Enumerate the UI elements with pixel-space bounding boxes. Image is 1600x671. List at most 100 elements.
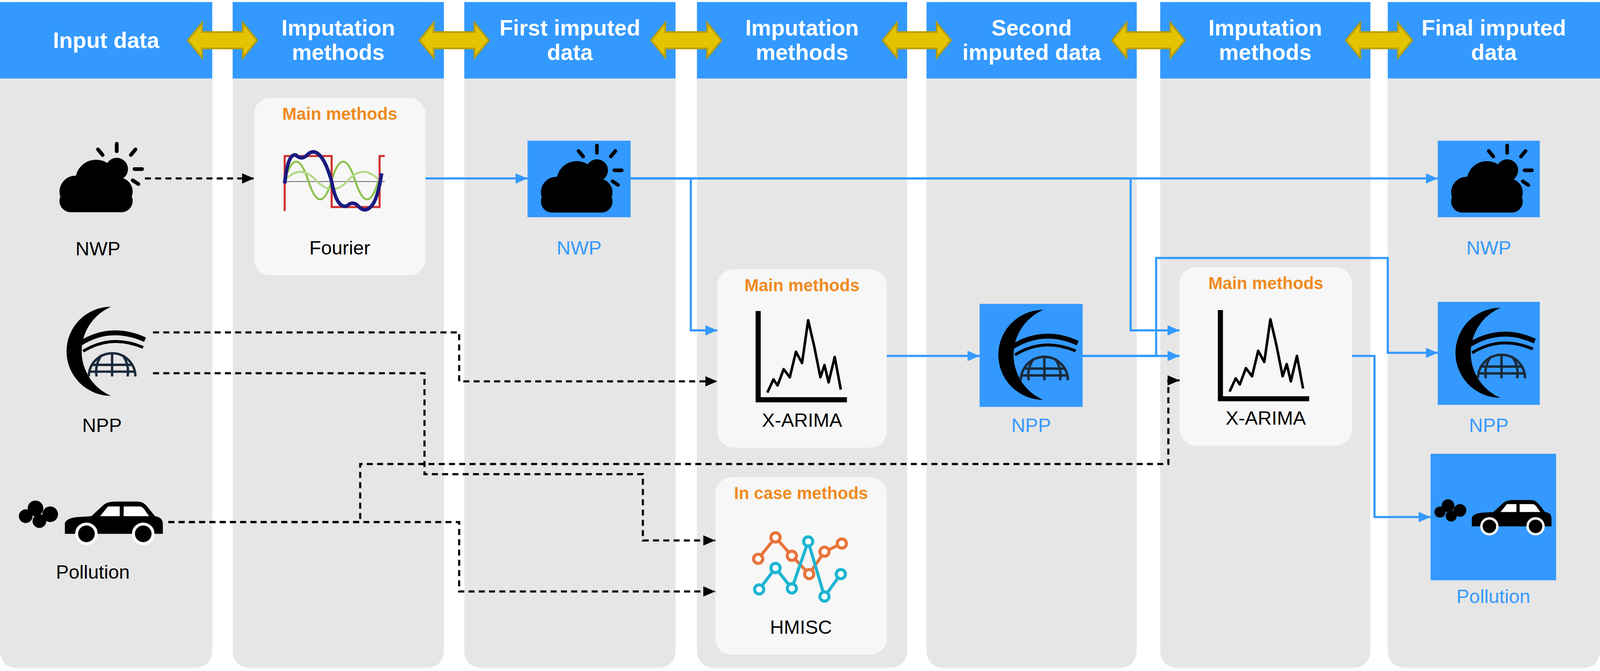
raw-data-flow — [168, 522, 716, 592]
npp-icons — [66, 306, 1535, 400]
method-boxes-part — [254, 97, 426, 276]
raw-data-flow — [168, 380, 1180, 522]
weather-icons-part — [59, 143, 142, 213]
method-category: Main methods — [1208, 273, 1324, 293]
method-boxes — [254, 97, 1352, 655]
header-bands-part — [697, 2, 908, 79]
hmisc-chart-part-part — [753, 554, 763, 564]
arima-charts — [758, 310, 1310, 400]
column-panel: Final imputed dataNWP NPP Pollution — [1387, 2, 1600, 669]
stage-arrow — [650, 23, 722, 58]
car-icons-part — [1434, 499, 1552, 535]
column-panels-part — [0, 2, 213, 669]
hmisc-chart-part-part — [787, 583, 797, 593]
column-panel: Second imputed dataNPP — [926, 2, 1137, 669]
column-header: Imputation methods — [1188, 15, 1342, 65]
hmisc-chart-part-part — [803, 536, 813, 546]
imputed-squares-part — [1430, 453, 1556, 581]
data-label: NWP — [1466, 236, 1512, 260]
weather-icons-part — [541, 145, 622, 213]
column-panel: Imputation methodsMain methodsX-ARIMA In … — [697, 2, 908, 669]
data-icon-node: NPP — [50, 302, 154, 437]
imputed-data-flow — [630, 178, 718, 331]
imputed-data-flow — [425, 177, 528, 180]
column-header: Final imputed data — [1416, 15, 1572, 65]
imputed-squares-part — [527, 140, 631, 218]
arima-charts-part — [1220, 310, 1310, 399]
column-panels-part — [1387, 2, 1600, 669]
imputed-data-flow — [1351, 355, 1431, 518]
fourier-glyph — [282, 151, 385, 211]
hmisc-chart-part-part — [804, 569, 814, 579]
method-name: Fourier — [309, 236, 371, 260]
column-panels-part — [926, 2, 1137, 669]
header-band: Input data — [0, 2, 213, 79]
stage-arrow — [1345, 23, 1413, 58]
hmisc-chart-part-part — [771, 563, 781, 573]
stage-arrow — [187, 23, 258, 58]
column-header: Second imputed data — [955, 15, 1109, 65]
hmisc-chart-part-part — [771, 532, 781, 542]
npp-icons-part — [998, 310, 1078, 401]
header-band: Imputation methods — [232, 2, 444, 79]
method-name: HMISC — [769, 616, 832, 639]
data-label: NWP — [75, 237, 121, 261]
fourier-glyph-part — [282, 180, 385, 182]
header-bands — [0, 2, 1600, 79]
fourier-glyph-part — [284, 156, 385, 212]
column-panel: Input dataNWPNPPPollution — [0, 2, 213, 669]
header-band: Imputation methods — [1160, 2, 1371, 79]
header-bands-part — [926, 2, 1137, 79]
hmisc-chart-part — [754, 536, 846, 601]
stage-arrow — [419, 23, 489, 58]
imputed-data-flow — [886, 354, 980, 358]
column-header: Imputation methods — [261, 15, 416, 65]
data-icon-node: NPP — [1437, 301, 1541, 437]
data-label: NWP — [556, 236, 602, 260]
arima-charts-part — [758, 310, 848, 400]
column-panels-part — [232, 2, 444, 669]
hmisc-chart-part-part — [837, 538, 847, 548]
header-bands-part — [1387, 2, 1600, 79]
car-icons — [18, 499, 1552, 544]
header-band: Final imputed data — [1387, 2, 1600, 79]
car-icons-part — [18, 500, 163, 544]
column-header: Input data — [53, 28, 160, 53]
method-box: Main methodsFourier — [254, 97, 426, 276]
data-icon-node: NWP — [527, 140, 631, 260]
method-category: Main methods — [744, 275, 860, 296]
imputed-squares-part — [1437, 140, 1541, 218]
method-name: X-ARIMA — [761, 409, 843, 432]
hmisc-chart-part — [759, 541, 841, 597]
column-panel: Imputation methodsMain methodsX-ARIMA — [1160, 2, 1371, 669]
imputed-squares — [527, 140, 1556, 581]
column-header: Imputation methods — [725, 15, 879, 65]
hmisc-chart-part-part — [787, 551, 797, 561]
data-label: NPP — [1011, 414, 1052, 437]
data-icon-node: Pollution — [1430, 453, 1556, 608]
data-icon-node: NPP — [979, 304, 1083, 437]
method-boxes-part — [715, 477, 887, 655]
imputed-data-flow — [630, 178, 1180, 331]
raw-data-flow — [153, 373, 716, 541]
imputed-squares-part — [1437, 301, 1541, 406]
method-box: Main methodsX-ARIMA — [717, 269, 887, 448]
weather-icons-part — [1451, 145, 1532, 213]
raw-data-flow — [144, 177, 255, 180]
header-bands-part — [464, 2, 676, 79]
method-boxes-part — [1179, 267, 1352, 446]
column-header: First imputed data — [492, 15, 647, 65]
method-box: Main methodsX-ARIMA — [1179, 267, 1352, 446]
header-bands-part — [232, 2, 444, 79]
column-panels-part — [464, 2, 676, 669]
hmisc-chart-part-part — [836, 569, 846, 579]
data-label: NPP — [1469, 414, 1509, 437]
method-category: In case methods — [733, 483, 868, 503]
header-band: First imputed data — [464, 2, 676, 79]
imputed-squares-part — [979, 304, 1083, 408]
method-name: X-ARIMA — [1225, 407, 1307, 430]
npp-icons-part — [1455, 307, 1535, 399]
